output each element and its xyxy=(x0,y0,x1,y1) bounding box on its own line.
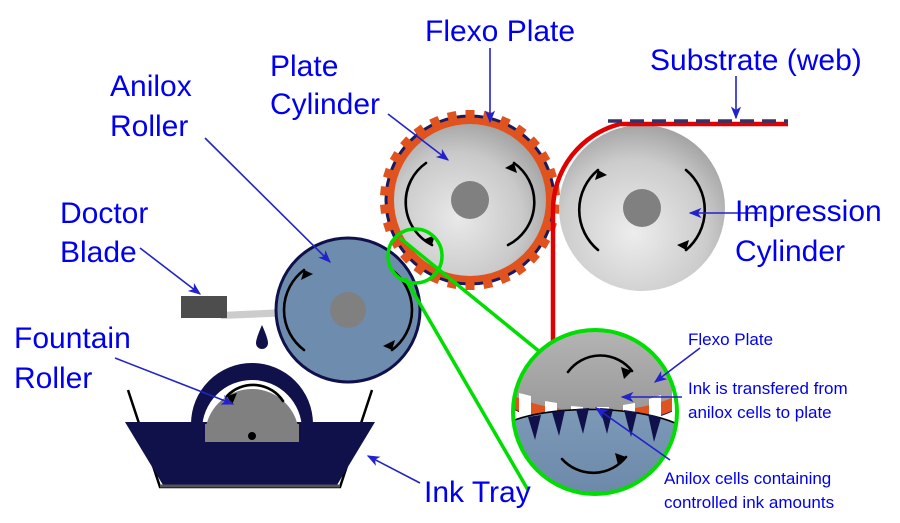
anilox-rotation-arrow-left xyxy=(282,268,306,352)
label-doctor-blade-line2: Blade xyxy=(60,236,137,269)
anilox-rotation-arrowhead-right xyxy=(383,340,395,350)
magnifier-connector-lower xyxy=(403,277,530,491)
detail-plate-rotation-arrow xyxy=(566,354,634,374)
magnifier-callout xyxy=(386,227,679,496)
plate-rotation-arrowhead-right xyxy=(505,163,517,173)
magnifier-detail-content xyxy=(514,331,676,493)
label-anilox-roller-line2: Roller xyxy=(110,110,188,143)
plate-rotation-arrowhead-left xyxy=(423,235,435,245)
ink-drop xyxy=(256,325,268,349)
detail-anilox-rotation-arrow xyxy=(560,455,628,475)
anilox-rotation-arrowhead-left xyxy=(301,270,313,280)
substrate-web xyxy=(550,119,788,400)
magnifier-detail-ring xyxy=(511,328,679,496)
impression-cylinder-hub xyxy=(623,189,661,227)
doctor-blade xyxy=(181,296,292,349)
leader-detail-flexo-plate xyxy=(653,347,701,383)
detail-plate-rotation-arrowhead xyxy=(621,367,632,379)
flexo-plate-teeth xyxy=(380,110,560,290)
leader-lines xyxy=(114,48,762,484)
label-impression-cylinder-line1: Impression xyxy=(735,195,882,228)
plate-cylinder-hub xyxy=(451,181,489,219)
fountain-roller-rotation-arrow xyxy=(225,383,285,403)
label-fountain-roller-line1: Fountain xyxy=(14,322,131,355)
leader-doctor-blade xyxy=(139,247,202,295)
impression-rotation-arrowhead-right xyxy=(677,240,689,250)
impression-rotation-arrow-left xyxy=(577,168,600,252)
leader-anilox-roller xyxy=(204,137,331,263)
impression-cylinder xyxy=(559,125,725,291)
label-fountain-roller-line2: Roller xyxy=(14,362,92,395)
detail-anilox-surface xyxy=(514,408,676,493)
label-detail-anilox-cells-line1: Anilox cells containing xyxy=(664,469,831,488)
impression-rotation-arrow-right xyxy=(684,168,707,252)
leader-ink-tray xyxy=(366,455,421,484)
anilox-roller xyxy=(274,236,422,384)
magnifier-source-ring xyxy=(386,227,444,285)
label-substrate-web: Substrate (web) xyxy=(650,44,862,77)
detail-plate-cylinder-surface xyxy=(514,331,676,412)
substrate-web-line xyxy=(550,121,788,400)
plate-rotation-arrow-left xyxy=(404,161,434,247)
text-labels: Anilox Roller Plate Cylinder Flexo Plate… xyxy=(14,15,882,512)
magnifier-connector-upper xyxy=(398,236,542,354)
anilox-roller-hub xyxy=(330,292,366,328)
label-impression-cylinder-line2: Cylinder xyxy=(735,235,845,268)
label-doctor-blade-line1: Doctor xyxy=(60,197,148,230)
fountain-roller-ink-film xyxy=(191,363,313,452)
doctor-blade-edge xyxy=(221,309,292,319)
label-plate-cylinder-line1: Plate xyxy=(270,50,338,83)
label-detail-anilox-cells-line2: controlled ink amounts xyxy=(664,493,834,512)
fountain-roller xyxy=(191,363,313,452)
detail-anilox-cells xyxy=(528,408,661,442)
label-anilox-roller-line1: Anilox xyxy=(110,70,192,103)
label-detail-ink-transfer-line1: Ink is transfered from xyxy=(688,379,848,398)
leader-fountain-roller xyxy=(114,357,235,405)
fountain-roller-axle xyxy=(248,432,256,440)
plate-cylinder xyxy=(380,110,560,290)
label-flexo-plate-top: Flexo Plate xyxy=(425,15,575,48)
impression-rotation-arrowhead-left xyxy=(595,170,607,180)
label-ink-tray: Ink Tray xyxy=(424,476,531,509)
label-detail-flexo-plate: Flexo Plate xyxy=(688,330,773,349)
label-plate-cylinder-line2: Cylinder xyxy=(270,88,380,121)
leader-plate-cylinder xyxy=(387,113,450,161)
leader-detail-anilox-cells xyxy=(594,407,671,461)
detail-anilox-rotation-arrowhead xyxy=(615,453,626,465)
label-detail-ink-transfer-line2: anilox cells to plate xyxy=(688,403,832,422)
doctor-blade-holder xyxy=(181,296,227,318)
plate-rotation-arrow-right xyxy=(506,161,536,247)
